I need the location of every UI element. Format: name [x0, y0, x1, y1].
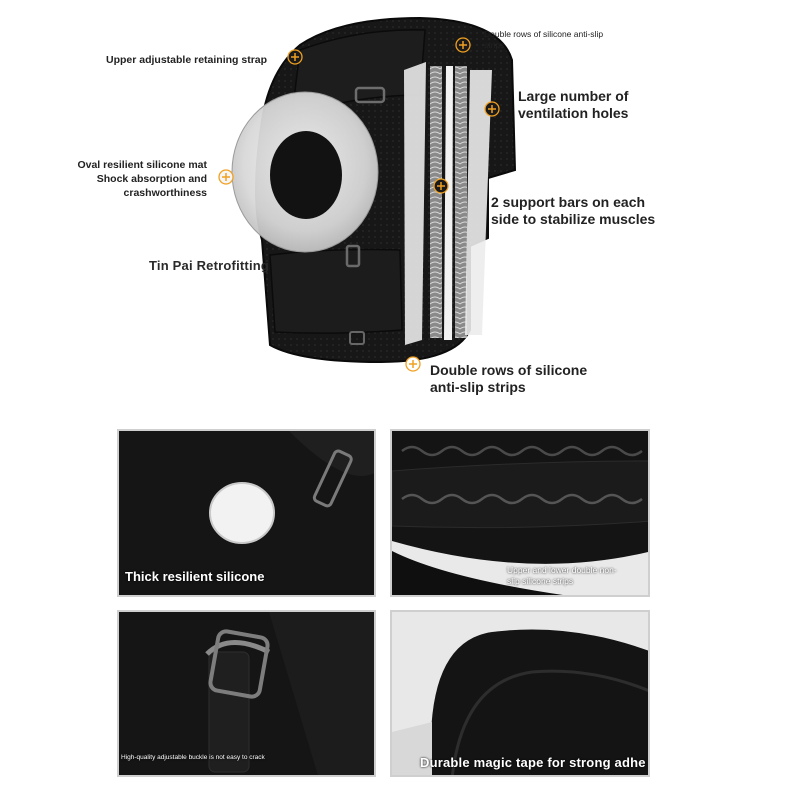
- label-ventilation: Large number of ventilation holes: [518, 88, 629, 121]
- pin-upper-strap-icon: [287, 49, 303, 65]
- panel-buckle-art: [119, 612, 374, 775]
- upper-buckle: [354, 86, 386, 104]
- pin-ventilation-icon: [484, 101, 500, 117]
- panel-thick-silicone: Thick resilient silicone: [117, 429, 376, 597]
- lower-strap: [269, 248, 403, 334]
- patella-opening: [270, 131, 342, 219]
- knee-brace-illustration: [218, 16, 517, 372]
- pin-top-strips-icon: [455, 37, 471, 53]
- panel-non-slip-strips: Upper and lower double non- slip silicon…: [390, 429, 650, 597]
- panel-thick-silicone-art: [119, 431, 374, 595]
- brand-stamp: Tin Pai Retrofitting: [149, 258, 270, 273]
- caption-buckle: High-quality adjustable buckle is not ea…: [121, 754, 265, 761]
- lower-buckle: [345, 244, 361, 268]
- panel-magic-tape-art: [392, 612, 648, 775]
- support-bar-right: [455, 66, 467, 338]
- caption-non-slip: Upper and lower double non- slip silicon…: [507, 565, 617, 586]
- pin-silicone-mat-icon: [218, 169, 234, 185]
- support-bar-left: [430, 66, 442, 338]
- label-upper-strap: Upper adjustable retaining strap: [106, 54, 268, 66]
- bottom-buckle: [349, 331, 365, 345]
- label-silicone-mat: Oval resilient silicone mat Shock absorp…: [77, 159, 207, 199]
- label-bottom-strips: Double rows of silicone anti-slip strips: [430, 362, 588, 395]
- silicone-strip-2: [444, 66, 453, 340]
- panel-non-slip-art: [392, 431, 648, 595]
- caption-magic-tape: Durable magic tape for strong adhe: [420, 755, 646, 770]
- panel-magic-tape: Durable magic tape for strong adhe: [390, 610, 650, 777]
- pin-support-bars-icon: [433, 178, 449, 194]
- pin-bottom-strips-icon: [405, 356, 421, 372]
- silicone-strip-3: [465, 70, 492, 335]
- caption-thick-silicone: Thick resilient silicone: [125, 569, 265, 584]
- label-top-strips: Double rows of silicone anti-slip strips: [484, 29, 604, 50]
- label-support-bars: 2 support bars on each side to stabilize…: [491, 194, 656, 227]
- panel-buckle: High-quality adjustable buckle is not ea…: [117, 610, 376, 777]
- silicone-strip-1: [404, 62, 426, 345]
